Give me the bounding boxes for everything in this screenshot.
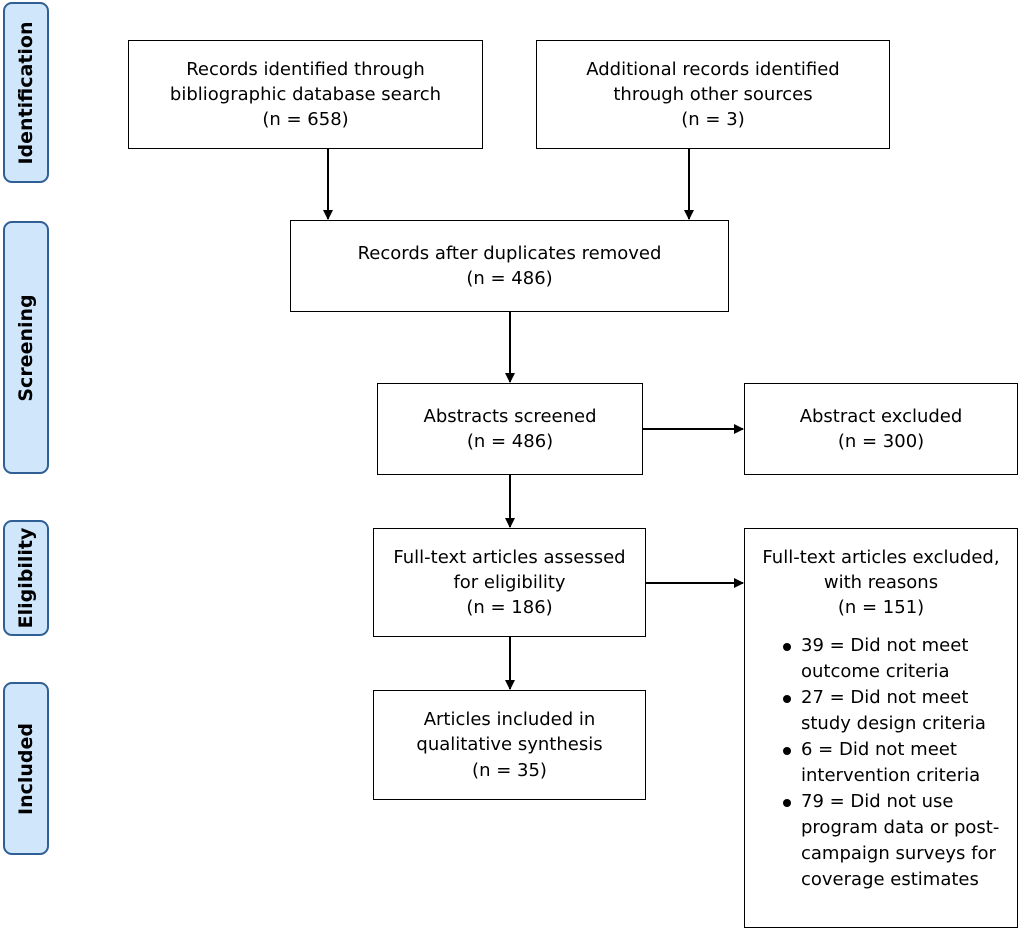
phase-included: Included — [3, 682, 49, 855]
phase-screening: Screening — [3, 221, 49, 474]
reason-line: intervention criteria — [801, 764, 981, 786]
box-line: (n = 300) — [837, 431, 925, 452]
box-line: Articles included in — [423, 709, 596, 731]
reason-line: 27 = Did not meet — [801, 686, 969, 708]
reason-line: study design criteria — [801, 712, 986, 734]
box-line: Full-text articles excluded, — [762, 547, 1000, 568]
exclusion-reason-item: 79 = Did not use program data or post- c… — [783, 789, 1009, 893]
box-line: bibliographic database search — [169, 83, 442, 105]
reason-line: 79 = Did not use — [801, 790, 954, 812]
box-other-sources: Additional records identified through ot… — [536, 40, 890, 149]
bullet-icon — [783, 798, 791, 807]
box-line: Records identified through — [186, 58, 425, 80]
box-line: Records after duplicates removed — [357, 242, 662, 264]
box-line: qualitative synthesis — [416, 734, 603, 756]
box-line: (n = 35) — [472, 759, 547, 781]
reason-line: 39 = Did not meet — [801, 634, 969, 656]
bullet-icon — [783, 694, 791, 703]
box-line: (n = 486) — [466, 268, 553, 289]
reason-line: 6 = Did not meet — [801, 738, 957, 760]
reason-line: program data or post- — [801, 816, 1000, 838]
box-fulltext-excluded: Full-text articles excluded, with reason… — [744, 528, 1018, 928]
box-line: Full-text articles assessed — [393, 546, 626, 568]
bullet-icon — [783, 642, 791, 651]
box-line: (n = 186) — [466, 597, 553, 619]
box-database-search: Records identified through bibliographic… — [128, 40, 483, 149]
box-line: (n = 658) — [262, 109, 349, 131]
box-line: with reasons — [823, 572, 939, 594]
reason-line: outcome criteria — [801, 660, 950, 682]
box-line: (n = 486) — [466, 431, 554, 452]
reason-line: campaign surveys for — [801, 842, 996, 864]
box-line: Abstract excluded — [799, 405, 963, 427]
exclusion-reason-item: 27 = Did not meet study design criteria — [783, 685, 1009, 737]
box-line: (n = 151) — [837, 597, 925, 619]
bullet-icon — [783, 746, 791, 755]
box-line: through other sources — [613, 83, 813, 105]
box-line: for eligibility — [453, 571, 566, 593]
reason-line: coverage estimates — [801, 868, 979, 890]
box-line: (n = 3) — [681, 109, 745, 131]
exclusion-reasons-list: 39 = Did not meet outcome criteria 27 = … — [753, 633, 1009, 893]
phase-identification: Identification — [3, 2, 49, 183]
box-line: Additional records identified — [586, 58, 840, 80]
box-line: Abstracts screened — [423, 405, 597, 427]
box-abstracts-screened: Abstracts screened (n = 486) — [377, 383, 643, 475]
box-duplicates-removed: Records after duplicates removed (n = 48… — [290, 220, 729, 312]
box-abstract-excluded: Abstract excluded (n = 300) — [744, 383, 1018, 475]
box-included: Articles included in qualitative synthes… — [373, 690, 646, 800]
exclusion-reason-item: 6 = Did not meet intervention criteria — [783, 737, 1009, 789]
phase-eligibility: Eligibility — [3, 520, 49, 636]
box-fulltext-assessed: Full-text articles assessed for eligibil… — [373, 528, 646, 637]
exclusion-reason-item: 39 = Did not meet outcome criteria — [783, 633, 1009, 685]
